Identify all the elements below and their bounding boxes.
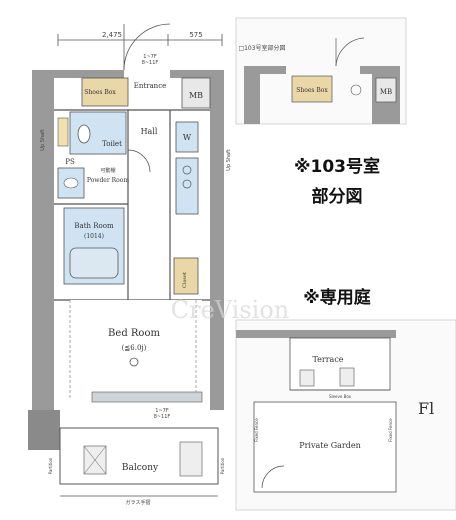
- top-wall-right: [170, 70, 224, 78]
- stove-icon: [182, 179, 192, 189]
- shoes-box-label: Shoes Box: [84, 89, 116, 96]
- balcony-label: Balcony: [122, 463, 159, 473]
- stove-icon: [182, 165, 192, 175]
- right-shaft-label: Up Shaft: [226, 149, 232, 171]
- sliding-window: [91, 391, 203, 403]
- closet: [173, 257, 199, 295]
- bed-size-label: (≦6.0j): [122, 344, 147, 352]
- private-garden: [253, 401, 397, 493]
- glass-rail-label: ガラス手摺: [126, 499, 151, 506]
- bed-room: [70, 300, 202, 400]
- mb-box: [181, 77, 211, 109]
- toilet-label: Toilet: [102, 140, 122, 148]
- bed-room-label: Bed Room: [108, 328, 160, 339]
- fence-right-label: Fixed Fence: [388, 418, 393, 442]
- fl-side-label: Fl: [418, 399, 434, 418]
- private-garden-heading: ※専用庭: [303, 288, 371, 308]
- left-outer-wall: [32, 70, 54, 410]
- left-shaft-label: Up Shaft: [40, 129, 46, 151]
- left-pillar: [28, 410, 60, 450]
- hall-label: Hall: [141, 127, 158, 136]
- bed-door-note-top: 1~7F: [155, 408, 169, 414]
- private-garden-label: Private Garden: [299, 441, 361, 450]
- bottom-inset-plan: Terrace Sleeve Box Private Garden Fixed …: [235, 319, 456, 511]
- ps-label: PS: [65, 158, 75, 166]
- sleeve-box-label: Sleeve Box: [329, 394, 352, 399]
- inset-shoes-box: [291, 75, 333, 103]
- fence-left-label: Fixed Fence: [254, 418, 259, 442]
- balcony-storage: [179, 441, 203, 477]
- dim-right-label: 575: [189, 31, 202, 39]
- ceiling-light-icon: [129, 357, 139, 367]
- toilet-shelf: [57, 117, 69, 147]
- inset-mb-label: MB: [380, 88, 392, 96]
- partition-right-label: Partition: [220, 457, 225, 474]
- inset-top-title: □103号室部分図: [238, 44, 285, 52]
- door-note-top: 1~7F: [143, 54, 157, 60]
- dim-left-label: 2,475: [102, 31, 122, 39]
- top-inset-plan: □103号室部分図 Shoes Box MB: [235, 17, 407, 125]
- door-note-bottom: 8~11F: [142, 60, 159, 66]
- entrance-label: Entrance: [134, 82, 167, 90]
- room-part-heading-2: 部分図: [311, 187, 363, 207]
- mb-label: MB: [189, 91, 203, 100]
- powder-jp-label: 可動棚: [100, 167, 115, 174]
- partition-left-label: Partition: [48, 457, 53, 474]
- kitchen-counter: [175, 157, 199, 215]
- top-wall-left: [54, 70, 124, 78]
- right-outer-wall: [210, 70, 224, 410]
- closet-label: Closet: [182, 272, 188, 288]
- washer-space: [175, 121, 199, 153]
- sink-icon: [63, 177, 79, 189]
- main-floor-plan: 2,475 575 MB 1~7F 8~11F Shoes Box Entran…: [28, 23, 232, 506]
- powder-room-label: Powder Room: [87, 177, 129, 184]
- w-label: W: [183, 133, 192, 142]
- bath-room-label: Bath Room: [74, 222, 114, 230]
- bathtub-icon: [69, 247, 119, 279]
- shoes-box: [81, 77, 129, 107]
- terrace-label: Terrace: [312, 355, 343, 364]
- watermark: CreVision: [171, 296, 290, 324]
- inset-fixture-icon: [350, 84, 362, 96]
- toilet-bowl-icon: [77, 124, 91, 144]
- room-part-heading-1: ※103号室: [293, 157, 380, 177]
- bed-door-note-bottom: 8~11F: [154, 414, 171, 420]
- entrance-door-swing: [123, 23, 171, 71]
- inset-shoes-box-label: Shoes Box: [296, 87, 328, 94]
- bath-size-label: (1014): [84, 233, 104, 240]
- hall-door-swing: [127, 149, 151, 173]
- toilet-room: [69, 111, 127, 155]
